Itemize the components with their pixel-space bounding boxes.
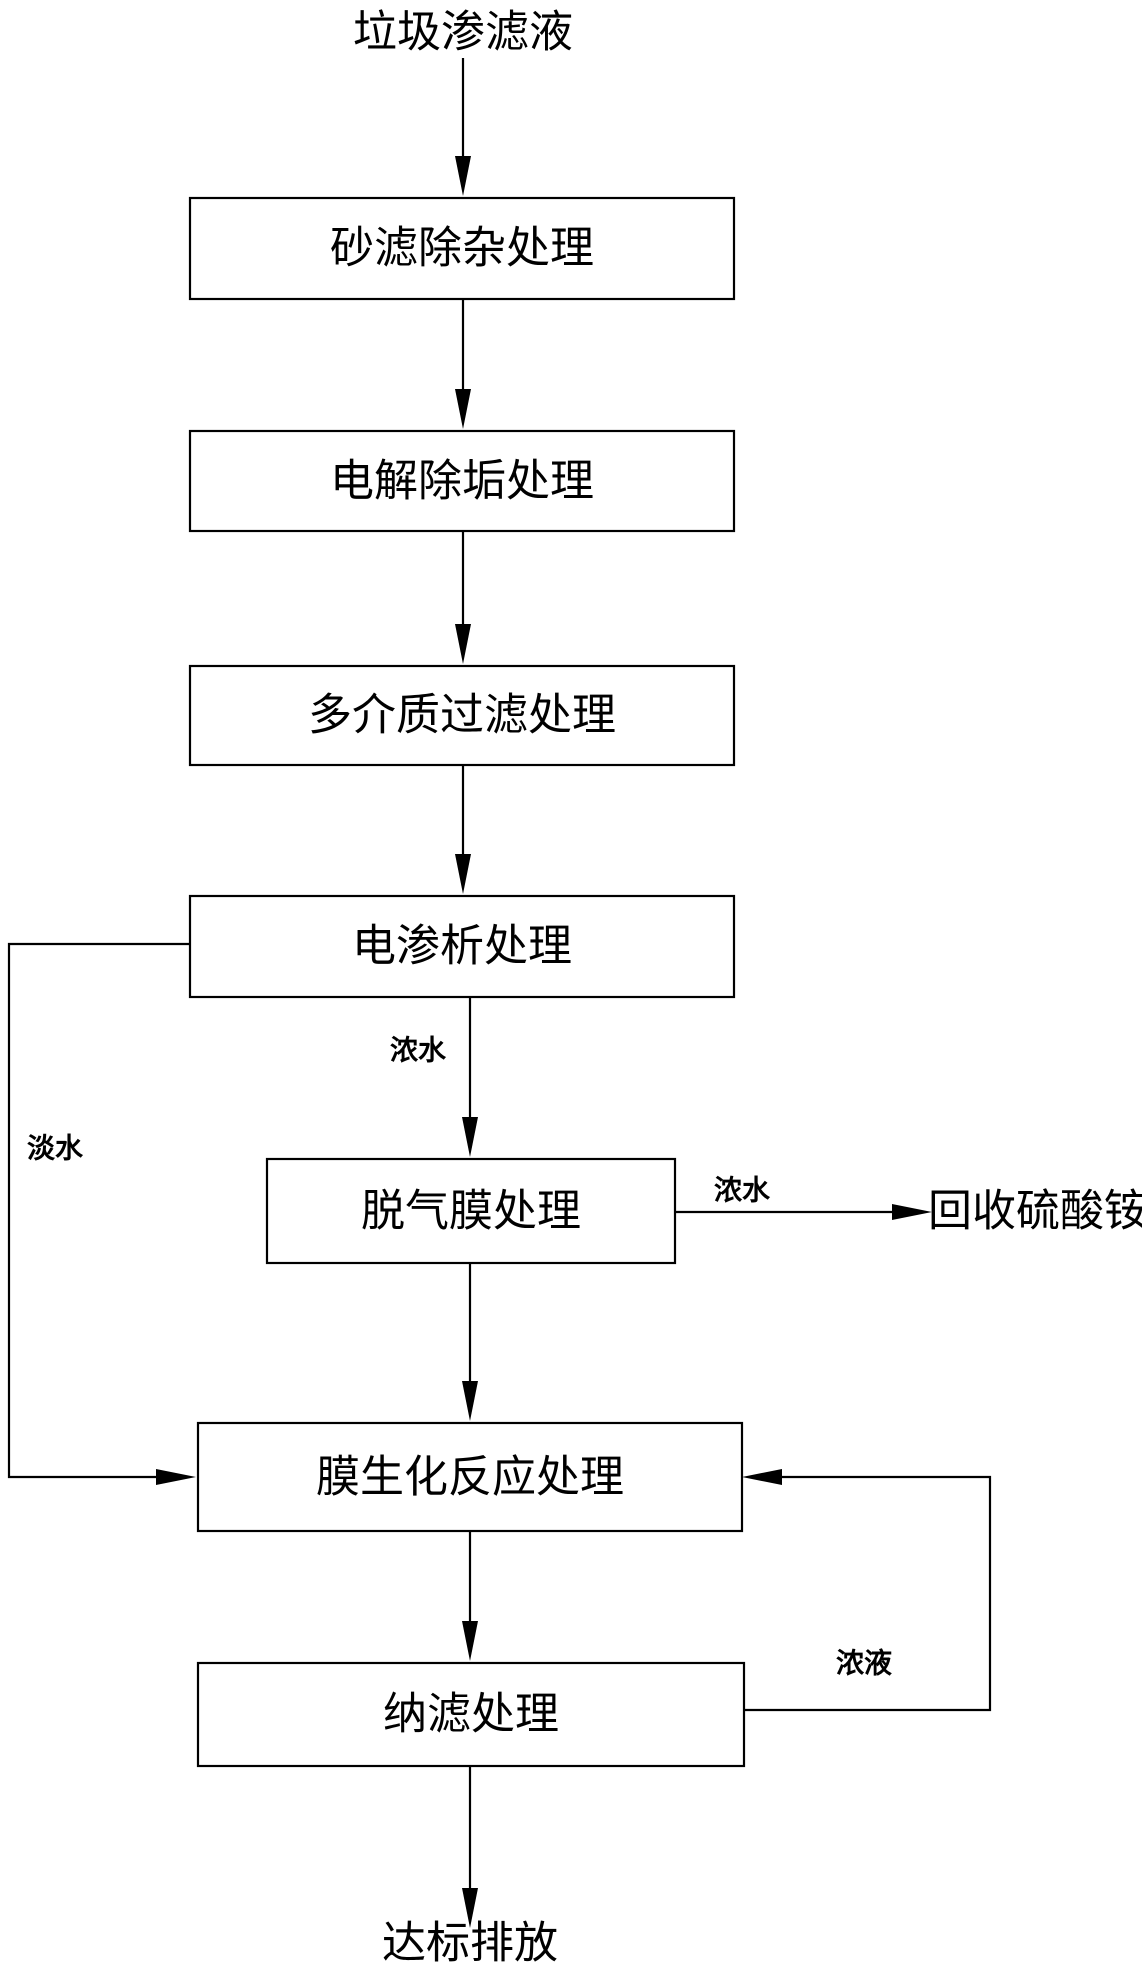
arrowhead-icon bbox=[462, 1621, 478, 1661]
arrowhead-icon bbox=[455, 624, 471, 664]
step-label: 纳滤处理 bbox=[383, 1689, 559, 1740]
arrowheads bbox=[156, 156, 932, 1928]
edge-label-electrodialysis-dilute: 淡水 bbox=[27, 1132, 84, 1165]
arrowhead-icon bbox=[462, 1888, 478, 1928]
edge-label-nanofiltration-concentrate: 浓液 bbox=[836, 1647, 892, 1680]
arrowhead-icon bbox=[455, 389, 471, 429]
process-step-multimedia-filtration: 多介质过滤处理 bbox=[188, 664, 736, 767]
process-step-membrane-bioreactor: 膜生化反应处理 bbox=[196, 1421, 744, 1533]
arrowhead-icon bbox=[742, 1469, 782, 1485]
arrowhead-icon bbox=[455, 156, 471, 196]
step-label: 电解除垢处理 bbox=[330, 456, 594, 507]
edge-label-electrodialysis-concentrate: 浓水 bbox=[390, 1034, 447, 1067]
recovery-label: 回收硫酸铵 bbox=[928, 1186, 1142, 1237]
step-label: 砂滤除杂处理 bbox=[330, 223, 594, 274]
step-label: 脱气膜处理 bbox=[361, 1186, 581, 1237]
step-label: 电渗析处理 bbox=[352, 921, 572, 972]
arrowhead-icon bbox=[892, 1204, 932, 1220]
process-step-electrodialysis: 电渗析处理 bbox=[188, 894, 736, 999]
process-step-nanofiltration: 纳滤处理 bbox=[196, 1661, 746, 1768]
arrowhead-icon bbox=[455, 854, 471, 894]
arrowhead-icon bbox=[156, 1469, 196, 1485]
process-step-sand-filtration: 砂滤除杂处理 bbox=[188, 196, 736, 301]
process-step-electrolysis-descaling: 电解除垢处理 bbox=[188, 429, 736, 533]
arrowhead-icon bbox=[462, 1117, 478, 1157]
step-label: 膜生化反应处理 bbox=[316, 1452, 624, 1503]
input-label: 垃圾渗滤液 bbox=[353, 7, 573, 58]
connectors bbox=[7, 58, 992, 1900]
arrowhead-icon bbox=[462, 1381, 478, 1421]
process-step-degassing-membrane: 脱气膜处理 bbox=[265, 1157, 677, 1265]
output-label: 达标排放 bbox=[382, 1918, 558, 1966]
connector-electrodialysis-dilute-bypass bbox=[7, 942, 190, 1479]
step-label: 多介质过滤处理 bbox=[308, 690, 616, 741]
connector-nanofiltration-concentrate-return bbox=[744, 1475, 992, 1712]
edge-label-degassing-concentrate: 浓水 bbox=[714, 1174, 771, 1207]
